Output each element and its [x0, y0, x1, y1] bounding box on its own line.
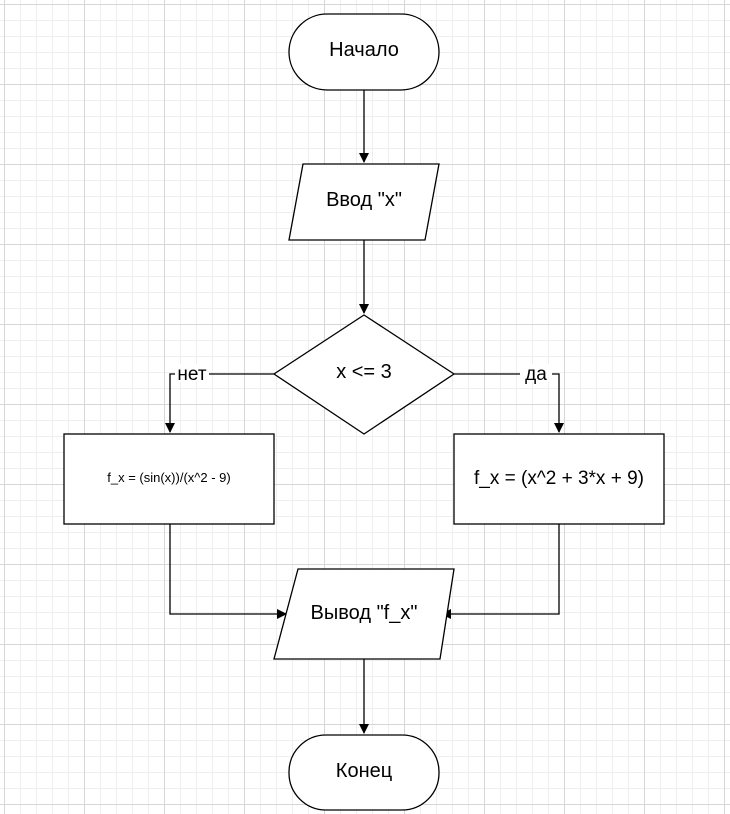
start-label: Начало [329, 39, 399, 61]
output-label: Вывод "f_x" [311, 602, 418, 624]
end-node[interactable]: Конец [288, 734, 440, 811]
input-node[interactable]: Ввод "x" [288, 163, 440, 241]
edge-label-yes: да [525, 364, 547, 385]
end-label: Конец [336, 760, 392, 782]
arrow-no-to-output [169, 524, 287, 619]
edge-label-no: нет [177, 364, 206, 385]
condition-node[interactable]: x <= 3 [272, 314, 456, 435]
start-node[interactable]: Начало [288, 13, 440, 91]
condition-label: x <= 3 [336, 361, 392, 383]
process-yes-label: f_x = (x^2 + 3*x + 9) [474, 468, 644, 489]
process-yes-node[interactable]: f_x = (x^2 + 3*x + 9) [453, 433, 665, 525]
arrow-condition-no [165, 373, 274, 433]
arrow-condition-yes [454, 373, 564, 433]
connectors [165, 90, 564, 734]
output-node[interactable]: Вывод "f_x" [273, 568, 455, 660]
input-label: Ввод "x" [326, 189, 402, 211]
process-no-label: f_x = (sin(x))/(x^2 - 9) [107, 470, 230, 485]
process-no-node[interactable]: f_x = (sin(x))/(x^2 - 9) [63, 433, 275, 525]
arrow-yes-to-output [441, 524, 560, 619]
